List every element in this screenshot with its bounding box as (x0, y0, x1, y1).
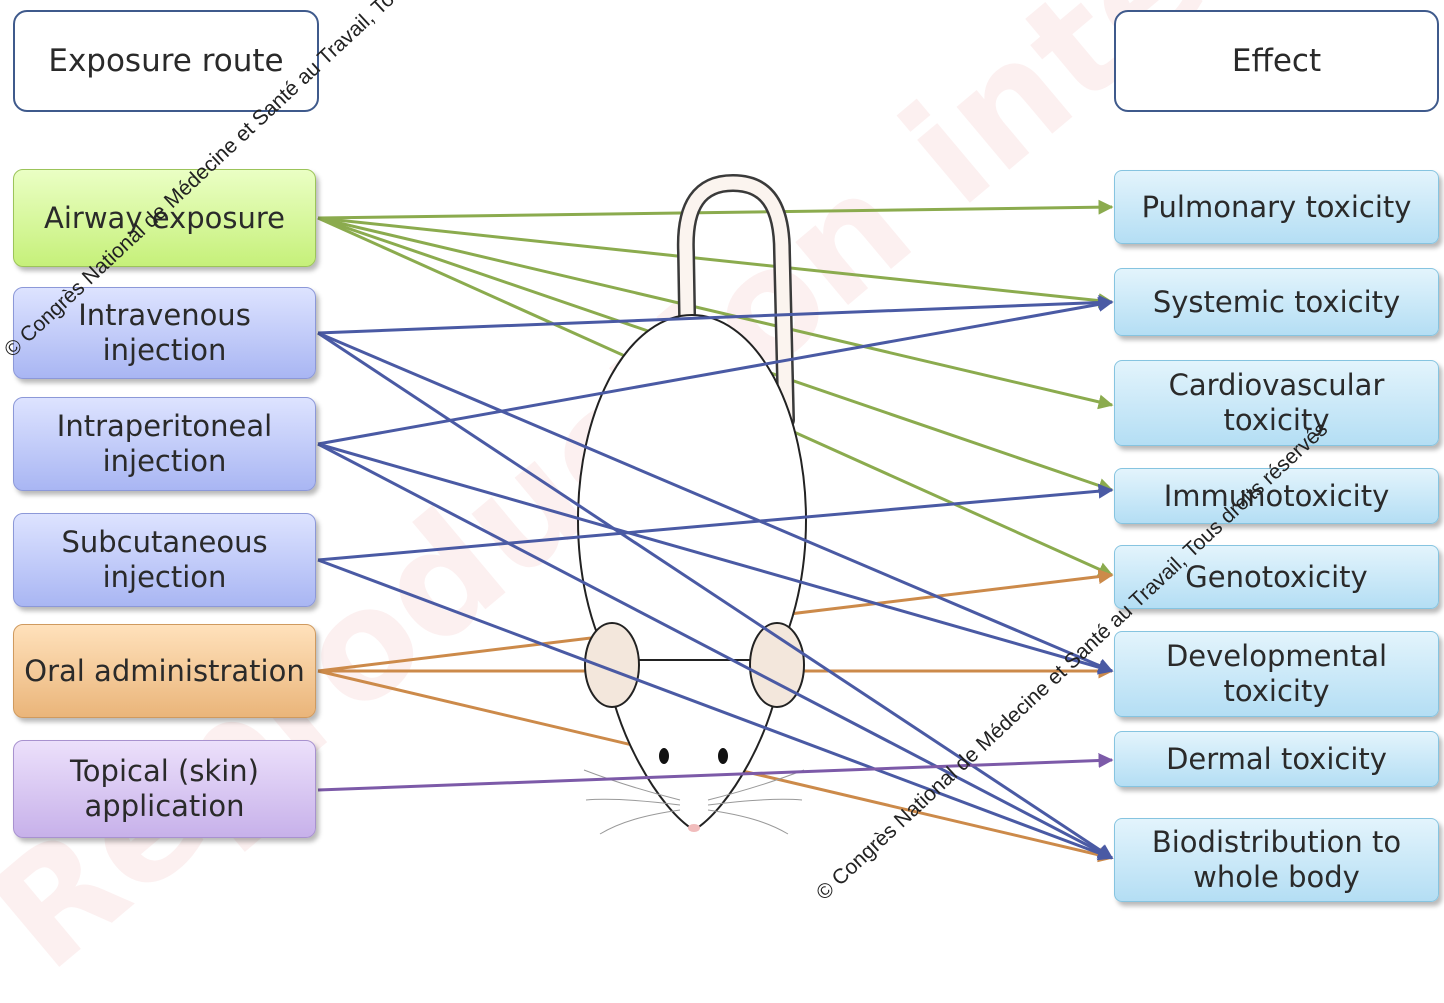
link-airway-to-systemic (317, 216, 1114, 309)
link-sc-to-biodist (317, 558, 1114, 861)
link-sc-to-immuno (317, 483, 1114, 562)
routes-header: Exposure route (13, 10, 319, 112)
effects-header: Effect (1114, 10, 1439, 112)
effect-systemic: Systemic toxicity (1114, 268, 1439, 336)
effect-biodistribution: Biodistribution to whole body (1114, 818, 1439, 902)
links-layer (317, 173, 1114, 863)
mouse-tail-fill (679, 176, 793, 427)
mouse-ear-left (584, 622, 640, 708)
effect-genotoxicity: Genotoxicity (1114, 545, 1439, 609)
route-airway: Airway exposure (13, 169, 316, 267)
mouse-illustration (577, 173, 807, 835)
route-subcutaneous: Subcutaneous injection (13, 513, 316, 607)
link-iv-to-dev (317, 331, 1114, 673)
mouse-whiskers (583, 769, 805, 835)
effect-immunotoxicity: Immunotoxicity (1114, 468, 1439, 524)
link-ip-to-systemic (317, 296, 1114, 446)
route-intraperitoneal: Intraperitoneal injection (13, 397, 316, 491)
link-topical-to-dermal (317, 753, 1114, 792)
route-topical: Topical (skin) application (13, 740, 316, 838)
route-oral: Oral administration (13, 624, 316, 718)
link-iv-to-systemic (317, 295, 1114, 335)
route-intravenous: Intravenous injection (13, 287, 316, 379)
effect-cardiovascular: Cardiovascular toxicity (1114, 360, 1439, 446)
mouse-eye-right (718, 748, 728, 764)
link-airway-to-pulmonary (317, 199, 1114, 220)
effect-dermal: Dermal toxicity (1114, 731, 1439, 787)
effect-pulmonary: Pulmonary toxicity (1114, 170, 1439, 244)
link-ip-to-dev (317, 442, 1114, 675)
link-ip-to-biodist (317, 442, 1114, 860)
mouse-nose (688, 824, 700, 832)
effect-developmental: Developmental toxicity (1114, 631, 1439, 717)
mouse-eye-left (659, 748, 669, 764)
link-airway-to-cardio (317, 216, 1114, 410)
